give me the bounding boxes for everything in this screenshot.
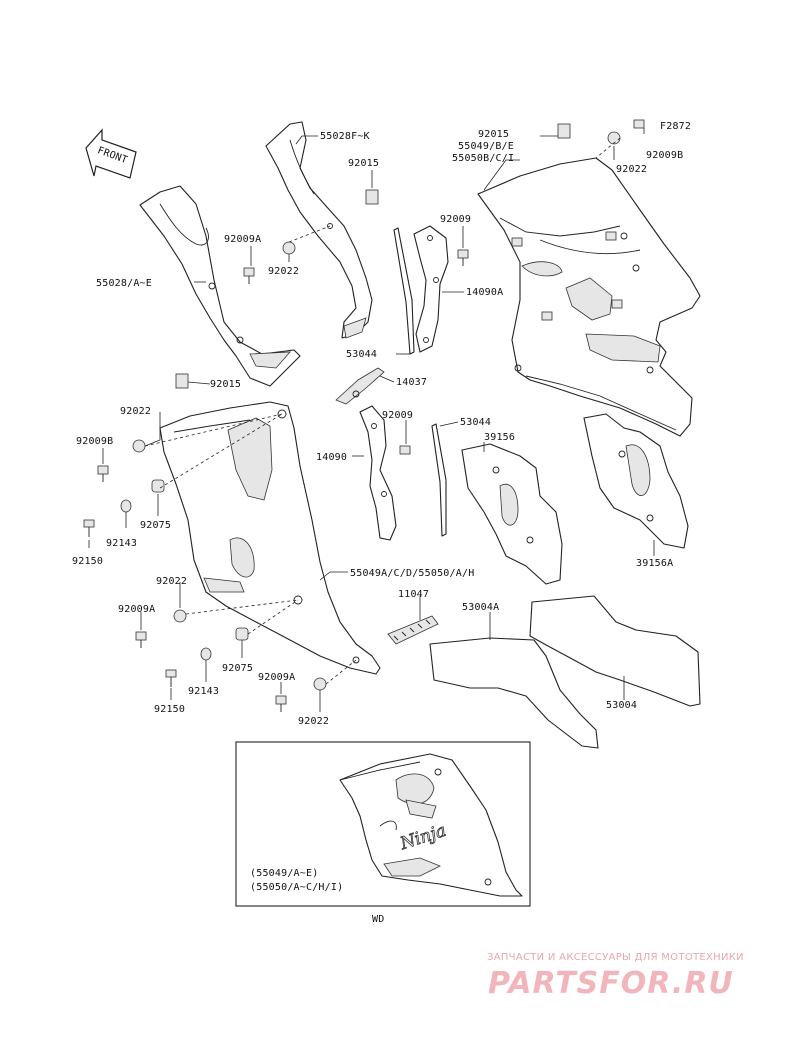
label-55028ae: 55028/A~E (96, 278, 152, 289)
seal-11047-part (387, 615, 439, 645)
label-92022-b: 92022 (616, 164, 647, 175)
watermark: ЗАПЧАСТИ И АКСЕССУАРЫ ДЛЯ МОТОТЕХНИКИ PA… (487, 952, 744, 1001)
bolt-92009a-c-icon (275, 695, 287, 705)
label-92150-b: 92150 (154, 704, 185, 715)
washer-92022-e-icon (313, 677, 327, 691)
pad-39156a-part (583, 413, 689, 549)
bolt-92009b-b-icon (97, 465, 109, 475)
label-92009a-b: 92009A (118, 604, 155, 615)
clip-92015-c-icon (175, 373, 189, 389)
trim-53044-upper-part (393, 227, 415, 355)
screw-92150-b-icon (165, 669, 177, 678)
label-55050bci: 55050B/C/I (452, 153, 514, 164)
side-cover-lower-part (159, 401, 381, 675)
label-92009-a: 92009 (440, 214, 471, 225)
label-53044-b: 53044 (460, 417, 491, 428)
grommet-92075-a-icon (151, 479, 165, 493)
inset-detail: Ninja (55049/A~E) (55050/A~C/H/I) (235, 741, 531, 907)
watermark-tagline: ЗАПЧАСТИ И АКСЕССУАРЫ ДЛЯ МОТОТЕХНИКИ (487, 952, 744, 963)
label-92009-b: 92009 (382, 410, 413, 421)
label-39156a: 39156A (636, 558, 673, 569)
bracket-14090a-part (413, 225, 449, 353)
label-55049acd: 55049A/C/D/55050/A/H (350, 568, 474, 579)
bolt-92009a-b-icon (135, 631, 147, 641)
figure-code: F2872 (660, 121, 691, 132)
bolt-92009-b-icon (399, 445, 411, 455)
label-92009a-a: 92009A (224, 234, 261, 245)
label-92015-a: 92015 (348, 158, 379, 169)
washer-92022-b-icon (607, 131, 621, 145)
label-92075-b: 92075 (222, 663, 253, 674)
fasteners (83, 119, 645, 712)
label-92009a-c: 92009A (258, 672, 295, 683)
label-53004: 53004 (606, 700, 637, 711)
label-92015-b: 92015 (478, 129, 509, 140)
clip-92015-a-icon (365, 189, 379, 205)
label-55049be: 55049/B/E (458, 141, 514, 152)
washer-92022-a-icon (282, 241, 296, 255)
label-92022-c: 92022 (120, 406, 151, 417)
pad-39156-part (461, 443, 563, 585)
label-14090a: 14090A (466, 287, 503, 298)
grommet-92075-b-icon (235, 627, 249, 641)
front-arrow-icon: FRONT (85, 128, 137, 179)
inset-line1: (55049/A~E) (250, 868, 318, 879)
inset-caption: WD (372, 914, 384, 925)
label-92022-e: 92022 (298, 716, 329, 727)
collar-92143-a-icon (120, 499, 132, 513)
collar-92143-b-icon (200, 647, 212, 661)
trim-53044-lower-part (431, 423, 447, 537)
washer-92022-d-icon (173, 609, 187, 623)
bolt-92009-a-icon (457, 249, 469, 259)
label-55028fk: 55028F~K (320, 131, 370, 142)
clip-92015-b-icon (557, 123, 571, 139)
bolt-92009a-a-icon (243, 267, 255, 277)
flap-53004-part (529, 595, 701, 707)
inset-line2: (55050/A~C/H/I) (250, 882, 343, 893)
label-53004a: 53004A (462, 602, 499, 613)
bracket-14090-part (359, 405, 397, 541)
label-14037: 14037 (396, 377, 427, 388)
label-92143-a: 92143 (106, 538, 137, 549)
leader-lines (88, 128, 655, 712)
washer-92022-c-icon (132, 439, 146, 453)
label-92009b-b: 92009B (76, 436, 113, 447)
label-92075-a: 92075 (140, 520, 171, 531)
inner-cover-left-part (139, 185, 301, 387)
label-92009b-a: 92009B (646, 150, 683, 161)
flap-53004a-part (429, 637, 599, 749)
label-14090: 14090 (316, 452, 347, 463)
bolt-92009b-a-icon (633, 119, 645, 129)
label-92022-d: 92022 (156, 576, 187, 587)
label-11047: 11047 (398, 589, 429, 600)
label-92143-b: 92143 (188, 686, 219, 697)
label-53044-a: 53044 (346, 349, 377, 360)
screw-92150-a-icon (83, 519, 95, 528)
label-39156: 39156 (484, 432, 515, 443)
label-92015-c: 92015 (210, 379, 241, 390)
trim-14037-part (335, 367, 385, 405)
side-cover-upper-part (477, 157, 701, 437)
label-92022-a: 92022 (268, 266, 299, 277)
part-labels: 55028F~K 92015 92009A 92022 55028/A~E 92… (72, 129, 683, 727)
watermark-brand: PARTSFOR.RU (488, 966, 734, 1001)
label-92150-a: 92150 (72, 556, 103, 567)
